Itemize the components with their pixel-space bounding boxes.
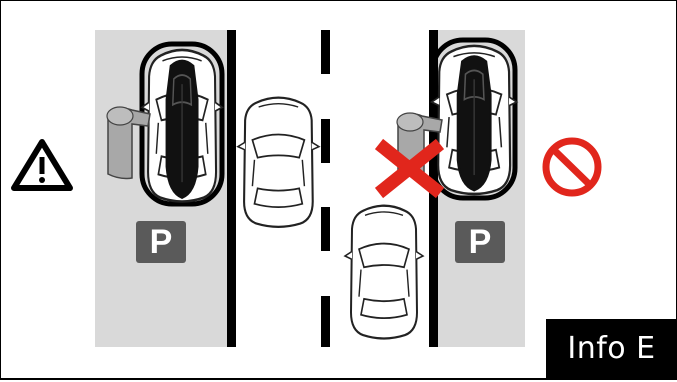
parking-sign-right: P xyxy=(455,221,505,263)
prohibited-icon xyxy=(546,141,598,193)
info-tag: Info E xyxy=(546,319,677,378)
moving-car-left-lane xyxy=(238,98,319,227)
moving-car-right-lane xyxy=(345,206,423,339)
parked-car-roofbox-right xyxy=(432,40,517,198)
warning-triangle-icon xyxy=(14,142,70,188)
parking-sign-left: P xyxy=(136,221,186,263)
dashed-center-line xyxy=(321,30,330,347)
parked-car-roofbox-left xyxy=(142,44,222,204)
solid-line-left xyxy=(227,30,236,347)
